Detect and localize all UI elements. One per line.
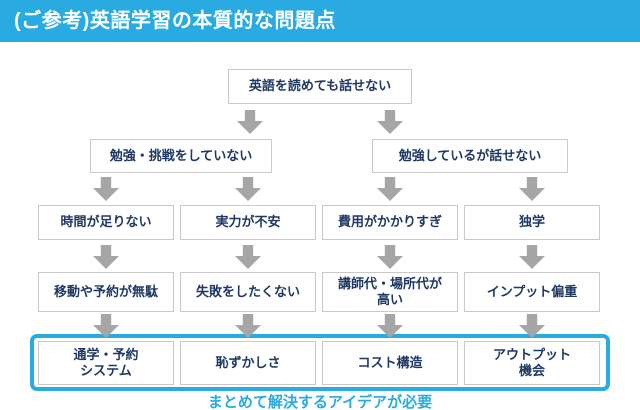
down-arrow-icon	[377, 177, 403, 201]
node-commute-booking-system: 通学・予約 システム	[38, 341, 174, 385]
node-wasted-travel-booking: 移動や予約が無駄	[38, 272, 174, 312]
node-not-studying: 勉強・挑戦をしていない	[90, 139, 272, 173]
node-studying-but-cant-speak: 勉強しているが話せない	[372, 139, 568, 173]
node-high-fees: 講師代・場所代が 高い	[322, 272, 458, 312]
node-self-study: 独学	[464, 205, 600, 240]
down-arrow-icon	[377, 110, 403, 134]
down-arrow-icon	[235, 177, 261, 201]
node-cost-structure: コスト構造	[322, 341, 458, 385]
down-arrow-icon	[93, 177, 119, 201]
node-input-heavy: インプット偏重	[464, 272, 600, 312]
node-fear-of-failure: 失敗をしたくない	[180, 272, 316, 312]
down-arrow-icon	[93, 245, 119, 269]
node-embarrassment: 恥ずかしさ	[180, 341, 316, 385]
node-output-opportunity: アウトプット 機会	[464, 341, 600, 385]
node-too-costly: 費用がかかりすぎ	[322, 205, 458, 240]
conclusion-caption: まとめて解決するアイデアが必要	[207, 394, 433, 410]
node-cant-speak-even-reading: 英語を読めても話せない	[228, 69, 412, 104]
down-arrow-icon	[235, 245, 261, 269]
down-arrow-icon	[519, 177, 545, 201]
node-anxious-ability: 実力が不安	[180, 205, 316, 240]
node-not-enough-time: 時間が足りない	[38, 205, 174, 240]
down-arrow-icon	[377, 245, 403, 269]
down-arrow-icon	[237, 110, 263, 134]
slide-title: (ご参考)英語学習の本質的な問題点	[0, 0, 640, 42]
down-arrow-icon	[519, 245, 545, 269]
